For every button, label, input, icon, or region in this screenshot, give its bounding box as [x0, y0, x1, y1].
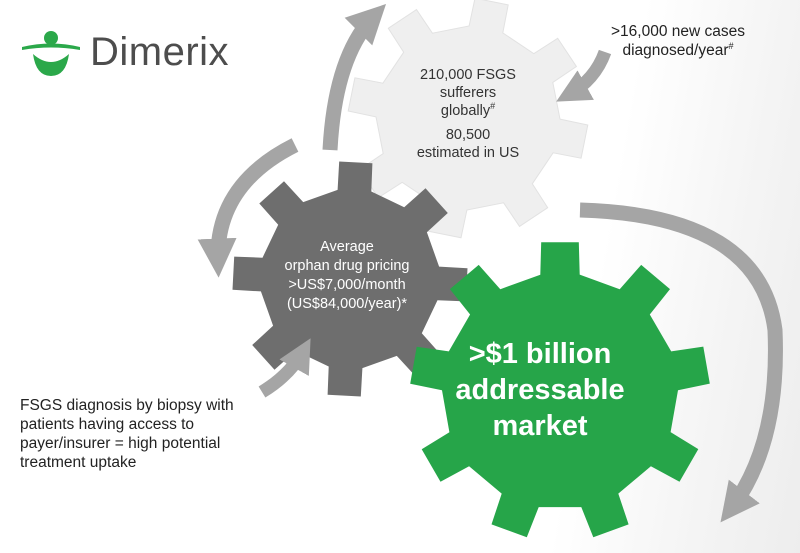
arrow-market: [579, 202, 783, 523]
light-gear-line5: estimated in US: [416, 145, 520, 161]
dark-gear-line3: >US$7,000/month: [288, 277, 406, 293]
light-gear-line1: 210,000 FSGS: [420, 67, 516, 83]
light-gear-line4: 80,500: [445, 127, 491, 143]
logo-wordmark: Dimerix: [90, 30, 230, 74]
arrow-biopsy: [258, 338, 311, 398]
light-gear: [347, 0, 589, 239]
arrow-top: [322, 3, 387, 151]
light-gear-text: 210,000 FSGS sufferers globally# 80,500 …: [393, 66, 543, 162]
green-gear-line3: market: [492, 410, 588, 442]
arrow-new-cases: [556, 49, 612, 102]
dark-gear-line4: (US$84,000/year)*: [286, 296, 408, 312]
dark-gear-text: Average orphan drug pricing >US$7,000/mo…: [262, 238, 432, 314]
light-gear-line2: sufferers: [439, 85, 497, 101]
green-gear: [410, 242, 710, 538]
hash-mark: #: [728, 41, 734, 51]
new-cases-line1: >16,000 new cases: [611, 23, 745, 40]
gear-green-shape: [410, 242, 710, 538]
green-gear-text: >$1 billion addressable market: [440, 336, 640, 444]
biopsy-callout: FSGS diagnosis by biopsy with patients h…: [20, 397, 234, 471]
dark-gear-line1: Average: [320, 239, 374, 255]
new-cases-callout: >16,000 new cases diagnosed/year#: [598, 22, 758, 60]
hash-mark: #: [490, 101, 496, 111]
gear-dark-shape: [232, 161, 468, 397]
dark-gear: [232, 161, 468, 397]
dimerix-logo-icon: [22, 31, 80, 76]
gear-light-shape: [347, 0, 589, 239]
light-gear-line3: globally: [440, 103, 491, 119]
green-gear-line2: addressable: [455, 374, 625, 406]
new-cases-line2: diagnosed/year: [622, 42, 729, 59]
arrow-left: [197, 138, 299, 278]
green-gear-line1: >$1 billion: [468, 338, 612, 370]
dark-gear-line2: orphan drug pricing: [284, 258, 410, 274]
